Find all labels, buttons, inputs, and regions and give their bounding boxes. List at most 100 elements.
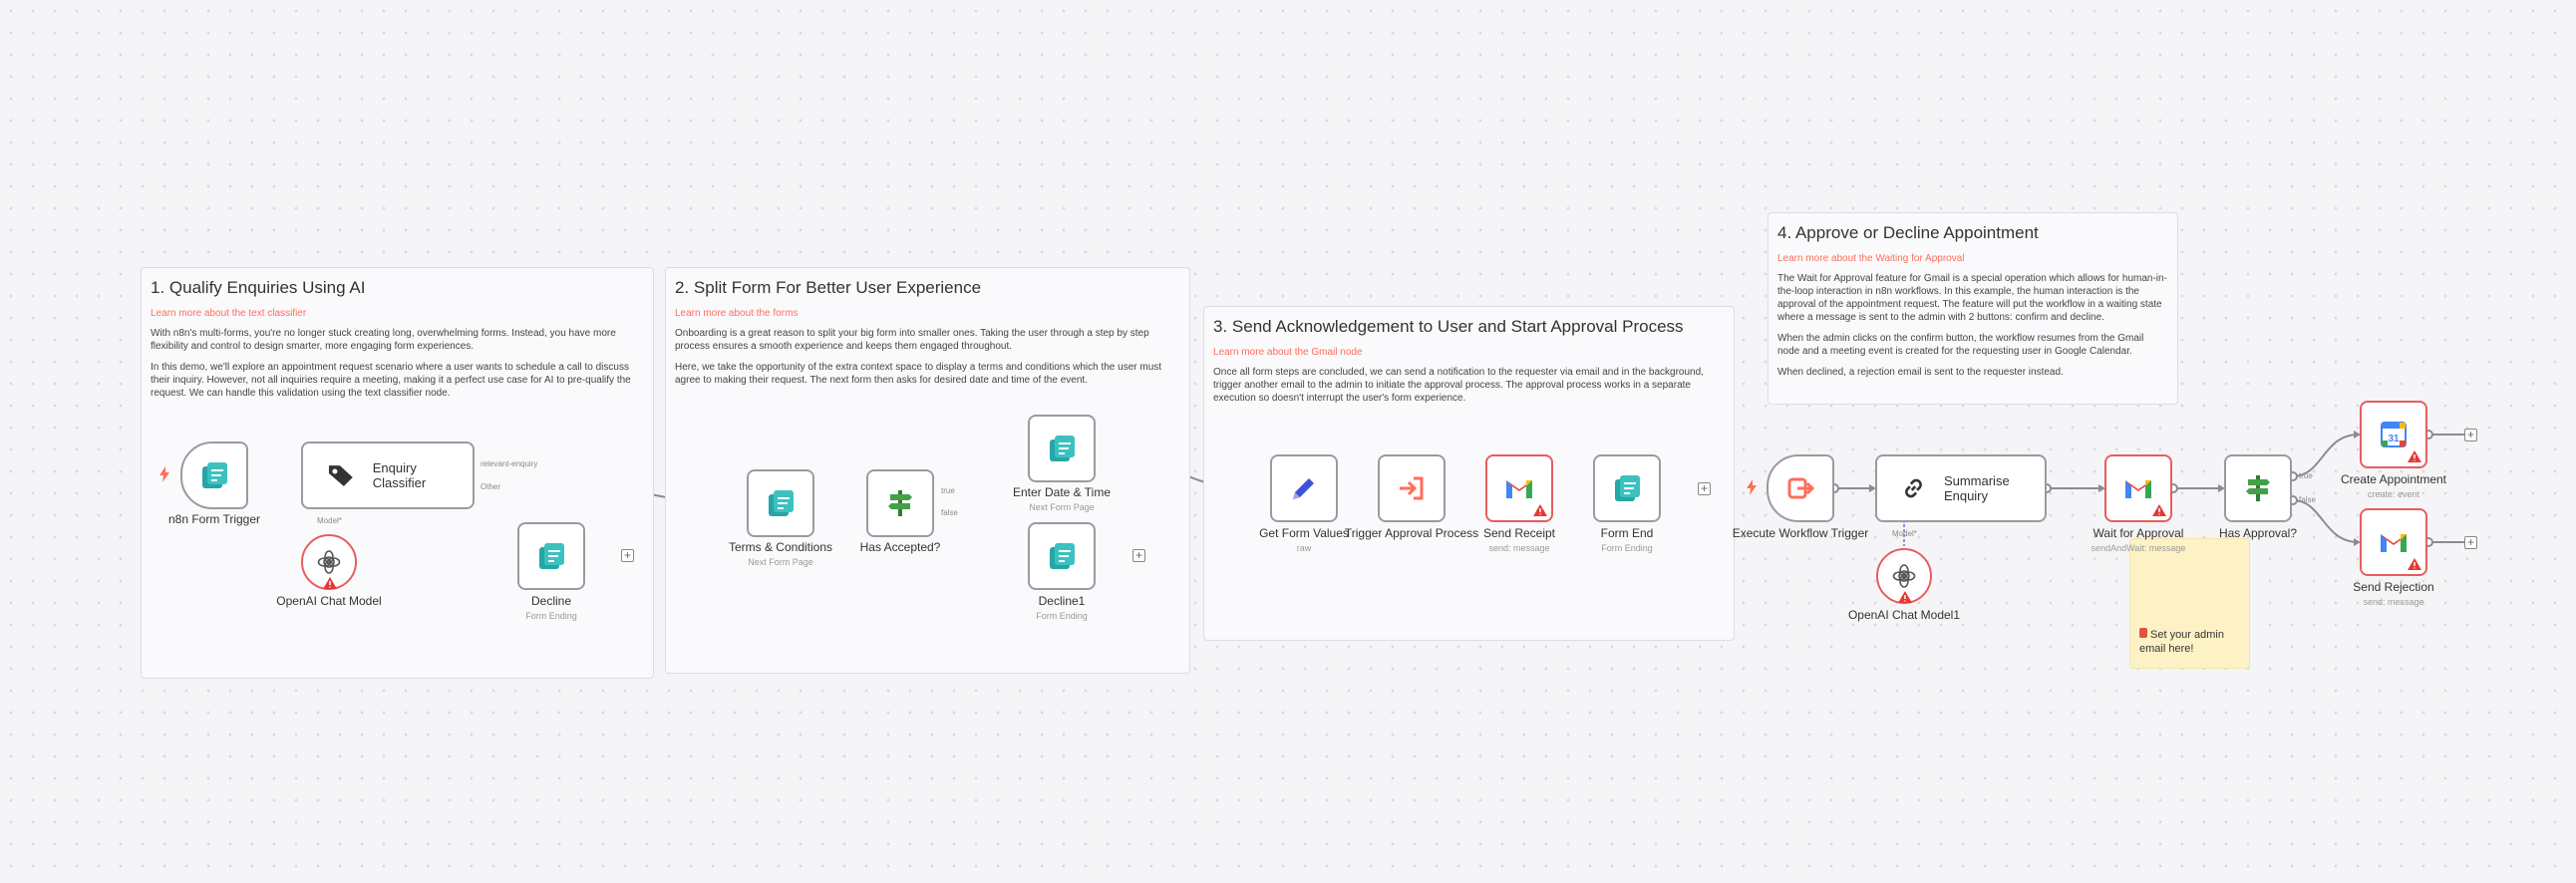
warning-icon (1533, 504, 1547, 516)
warning-icon (2152, 504, 2166, 516)
sticky-link[interactable]: Learn more about the forms (675, 308, 799, 319)
sticky-note-4[interactable]: 4. Approve or Decline Appointment Learn … (1768, 212, 2178, 405)
node-label: Wait for Approval (2093, 526, 2184, 540)
node-label: n8n Form Trigger (167, 512, 261, 526)
node-label: Enter Date & Time (1012, 485, 1112, 499)
model-input-label: Model* (1892, 529, 1917, 538)
add-node-button[interactable]: + (621, 549, 634, 562)
sticky-paragraph: Once all form steps are concluded, we ca… (1213, 367, 1704, 404)
node-label: OpenAI Chat Model1 (1847, 608, 1961, 622)
node-openai-chat-model[interactable] (301, 534, 357, 590)
node-subtitle: Next Form Page (1029, 502, 1095, 512)
sticky-paragraph: When declined, a rejection email is sent… (1777, 367, 2064, 378)
output-label-relevant: relevant-enquiry (481, 459, 538, 468)
node-n8n-form-trigger[interactable] (180, 442, 248, 509)
form-icon (1615, 475, 1640, 501)
gmail-icon (1506, 480, 1532, 498)
node-label: Send Receipt (1482, 526, 1556, 540)
warning-icon (1898, 591, 1912, 603)
node-enquiry-classifier[interactable]: Enquiry Classifier (301, 442, 475, 509)
node-wait-for-approval[interactable] (2104, 454, 2172, 522)
node-decline[interactable] (517, 522, 585, 590)
add-node-button[interactable]: + (1132, 549, 1145, 562)
node-label: Send Rejection (2353, 580, 2434, 594)
svg-text:31: 31 (2388, 434, 2400, 444)
model-input-label: Model* (317, 516, 342, 525)
node-label: Terms & Conditions (728, 540, 833, 554)
arrow-into-box-icon (1400, 476, 1424, 500)
signpost-icon (2246, 475, 2270, 501)
node-trigger-approval-process[interactable] (1378, 454, 1446, 522)
node-enter-date-time[interactable] (1028, 415, 1096, 482)
node-has-accepted[interactable] (866, 469, 934, 537)
node-label: Trigger Approval Process (1344, 526, 1479, 540)
sticky-paragraph: In this demo, we'll explore an appointme… (151, 362, 631, 399)
add-node-button[interactable]: + (1698, 482, 1711, 495)
node-subtitle: sendAndWait: message (2091, 543, 2186, 553)
node-label: Has Approval? (2218, 526, 2298, 540)
sticky-title: 4. Approve or Decline Appointment (1777, 223, 2039, 242)
gmail-icon (2381, 534, 2407, 552)
sticky-paragraph: Onboarding is a great reason to split yo… (675, 328, 1149, 352)
node-subtitle: Form Ending (525, 611, 577, 621)
sticky-title: 3. Send Acknowledgement to User and Star… (1213, 317, 1684, 336)
node-label: OpenAI Chat Model (276, 594, 382, 608)
sticky-link[interactable]: Learn more about the Waiting for Approva… (1777, 253, 1965, 264)
trigger-bolt-icon (160, 466, 169, 482)
pushpin-icon (2139, 628, 2147, 638)
output-label-true: true (2299, 471, 2313, 480)
arrow-into-box-icon (1787, 477, 1815, 499)
output-label-other: Other (481, 482, 501, 491)
form-icon (539, 543, 564, 569)
node-label: Get Form Values (1259, 526, 1349, 540)
sticky-paragraph: With n8n's multi-forms, you're no longer… (151, 328, 616, 352)
node-create-appointment[interactable]: 31 (2360, 401, 2427, 468)
warning-icon (323, 577, 337, 589)
admin-email-note: Set your admin email here! (2139, 628, 2224, 655)
node-subtitle: raw (1296, 543, 1312, 553)
node-label: Summarise Enquiry (1943, 473, 2010, 503)
node-label: Has Accepted? (859, 540, 941, 554)
output-label-true: true (941, 486, 955, 495)
openai-icon (1892, 564, 1916, 588)
warning-icon (2408, 558, 2421, 570)
openai-icon (317, 550, 341, 574)
form-icon (769, 490, 794, 516)
pencil-icon (1293, 478, 1314, 499)
node-send-rejection[interactable] (2360, 508, 2427, 576)
node-label: Enquiry Classifier (372, 460, 427, 490)
node-label: Execute Workflow Trigger (1732, 526, 1869, 540)
node-subtitle: Form Ending (1036, 611, 1088, 621)
sticky-link[interactable]: Learn more about the Gmail node (1213, 347, 1363, 358)
node-decline1[interactable] (1028, 522, 1096, 590)
output-label-false: false (2299, 495, 2316, 504)
node-get-form-values[interactable] (1270, 454, 1338, 522)
node-label: Decline1 (1038, 594, 1086, 608)
node-has-approval[interactable] (2224, 454, 2292, 522)
node-subtitle: Next Form Page (748, 557, 813, 567)
sticky-link[interactable]: Learn more about the text classifier (151, 308, 307, 319)
calendar-icon: 31 (2381, 422, 2407, 447)
node-label: Decline (530, 594, 572, 608)
node-label: Create Appointment (2340, 472, 2447, 486)
node-subtitle: Form Ending (1601, 543, 1653, 553)
form-icon (1050, 436, 1075, 461)
add-node-button[interactable]: + (2464, 429, 2477, 442)
node-subtitle: send: message (2363, 597, 2424, 607)
sticky-paragraph: When the admin clicks on the confirm but… (1777, 333, 2144, 357)
node-terms-conditions[interactable] (747, 469, 814, 537)
sticky-note-admin-email[interactable] (2129, 538, 2250, 669)
sticky-title: 1. Qualify Enquiries Using AI (151, 278, 366, 297)
form-icon (1050, 543, 1075, 569)
trigger-bolt-icon (1747, 479, 1757, 495)
warning-icon (2408, 450, 2421, 462)
add-node-button[interactable]: + (2464, 536, 2477, 549)
tag-icon (328, 465, 353, 486)
form-icon (202, 462, 227, 488)
node-send-receipt[interactable] (1485, 454, 1553, 522)
node-form-end[interactable] (1593, 454, 1661, 522)
node-execute-workflow-trigger[interactable] (1767, 454, 1834, 522)
node-openai-chat-model1[interactable] (1876, 548, 1932, 604)
sticky-paragraph: Here, we take the opportunity of the ext… (675, 362, 1162, 386)
node-summarise-enquiry[interactable]: Summarise Enquiry (1875, 454, 2047, 522)
